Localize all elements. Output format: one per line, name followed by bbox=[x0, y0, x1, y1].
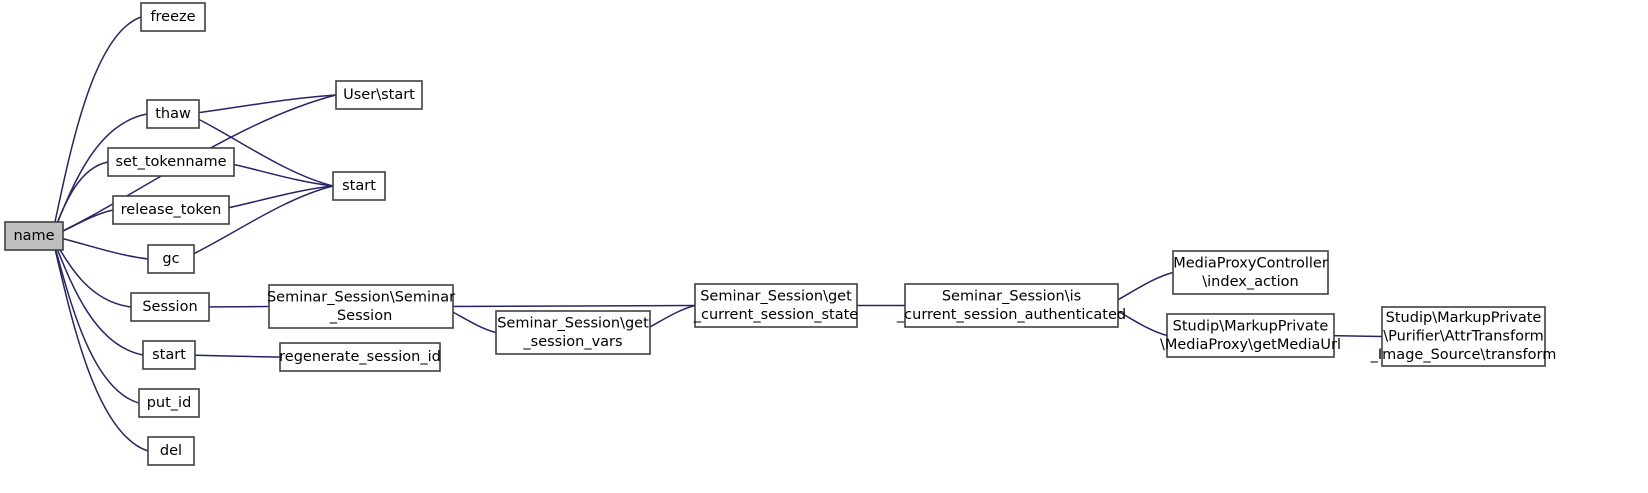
graph-edge-del-to-name bbox=[51, 231, 149, 452]
graph-node-start_mid[interactable]: start bbox=[332, 171, 386, 201]
node-box-release_token bbox=[112, 195, 230, 225]
node-label-get_vars: _session_vars bbox=[522, 334, 622, 350]
graph-edge-session-to-name bbox=[51, 231, 132, 308]
graph-edge-gc-to-name bbox=[51, 231, 149, 260]
node-box-get_state bbox=[694, 283, 858, 328]
node-box-put_id bbox=[138, 388, 200, 418]
graph-node-start_low[interactable]: start bbox=[142, 340, 196, 370]
node-box-attr_transform bbox=[1381, 306, 1546, 367]
graph-node-mediaproxy_ctrl[interactable]: MediaProxyController \index_action bbox=[1172, 250, 1329, 295]
node-label-name: name bbox=[13, 228, 54, 244]
graph-node-get_state[interactable]: Seminar_Session\get _current_session_stat… bbox=[693, 283, 859, 328]
edge-layer bbox=[51, 16, 1383, 452]
edge-line bbox=[51, 235, 144, 356]
graph-node-get_media_url[interactable]: Studip\MarkupPrivate \MediaProxy\getMedia… bbox=[1160, 313, 1341, 358]
node-label-get_media_url: Studip\MarkupPrivate bbox=[1173, 318, 1329, 334]
node-label-mediaproxy_ctrl: \index_action bbox=[1202, 274, 1298, 290]
node-box-set_tokenname bbox=[107, 147, 235, 177]
node-label-thaw: thaw bbox=[155, 106, 191, 122]
graph-node-release_token[interactable]: release_token bbox=[112, 195, 230, 225]
node-box-session bbox=[130, 292, 210, 322]
edge-line bbox=[441, 304, 696, 308]
node-box-is_auth bbox=[904, 283, 1119, 328]
node-box-regen bbox=[279, 342, 441, 372]
graph-node-gc[interactable]: gc bbox=[147, 244, 195, 274]
node-box-start_mid bbox=[332, 171, 386, 201]
node-label-sem_sem: _Session bbox=[329, 308, 393, 324]
graph-node-set_tokenname[interactable]: set_tokenname bbox=[107, 147, 235, 177]
graph-node-thaw[interactable]: thaw bbox=[146, 99, 200, 129]
edge-line bbox=[187, 94, 337, 115]
graph-edge-get_state-to-sem_sem bbox=[441, 302, 696, 311]
node-box-get_media_url bbox=[1166, 313, 1335, 358]
node-label-get_state: _current_session_state bbox=[693, 307, 859, 323]
node-label-set_tokenname: set_tokenname bbox=[115, 154, 226, 170]
graph-node-get_vars[interactable]: Seminar_Session\get _session_vars bbox=[495, 310, 651, 355]
graph-edge-regen-to-start_low bbox=[183, 350, 281, 360]
graph-node-del[interactable]: del bbox=[147, 436, 195, 466]
node-label-release_token: release_token bbox=[121, 202, 222, 218]
node-label-is_auth: _current_session_authenticated bbox=[896, 307, 1126, 323]
node-label-user_start: User\start bbox=[343, 87, 415, 103]
node-box-del bbox=[147, 436, 195, 466]
graph-edge-start_mid-to-set_tokenname bbox=[222, 157, 334, 187]
edge-line bbox=[51, 235, 149, 452]
node-label-attr_transform: _Image_Source\transform bbox=[1370, 347, 1557, 363]
node-box-name bbox=[4, 221, 64, 251]
node-box-mediaproxy_ctrl bbox=[1172, 250, 1329, 295]
graph-node-attr_transform[interactable]: Studip\MarkupPrivate \Purifier\AttrTransf… bbox=[1370, 306, 1557, 367]
node-box-freeze bbox=[140, 2, 206, 32]
node-label-sem_sem: Seminar_Session\Seminar bbox=[267, 289, 455, 305]
node-label-attr_transform: Studip\MarkupPrivate bbox=[1386, 310, 1542, 326]
node-box-gc bbox=[147, 244, 195, 274]
node-box-start_low bbox=[142, 340, 196, 370]
node-box-user_start bbox=[335, 80, 423, 110]
node-label-get_state: Seminar_Session\get bbox=[700, 288, 852, 304]
node-label-session: Session bbox=[142, 299, 197, 315]
edge-line bbox=[222, 161, 334, 187]
node-label-attr_transform: \Purifier\AttrTransform bbox=[1383, 329, 1544, 345]
graph-node-is_auth[interactable]: Seminar_Session\is _current_session_authe… bbox=[896, 283, 1126, 328]
graph-node-put_id[interactable]: put_id bbox=[138, 388, 200, 418]
node-box-sem_sem bbox=[268, 284, 454, 329]
node-label-put_id: put_id bbox=[147, 395, 192, 411]
node-label-is_auth: Seminar_Session\is bbox=[942, 288, 1081, 304]
graph-edge-user_start-to-thaw bbox=[187, 94, 337, 119]
graph-node-sem_sem[interactable]: Seminar_Session\Seminar _Session bbox=[267, 284, 455, 329]
node-box-get_vars bbox=[495, 310, 651, 355]
graph-node-freeze[interactable]: freeze bbox=[140, 2, 206, 32]
node-label-gc: gc bbox=[162, 251, 179, 267]
node-label-mediaproxy_ctrl: MediaProxyController bbox=[1173, 255, 1328, 271]
graph-node-name[interactable]: name bbox=[4, 221, 64, 251]
edge-line bbox=[51, 16, 142, 237]
node-label-get_media_url: \MediaProxy\getMediaUrl bbox=[1160, 337, 1341, 353]
graph-edge-start_mid-to-release_token bbox=[217, 185, 334, 215]
edge-line bbox=[217, 185, 334, 211]
edge-line bbox=[182, 185, 334, 260]
node-box-thaw bbox=[146, 99, 200, 129]
node-label-regen: regenerate_session_id bbox=[279, 349, 441, 365]
node-label-del: del bbox=[160, 443, 182, 459]
node-label-get_vars: Seminar_Session\get bbox=[497, 315, 649, 331]
graph-node-session[interactable]: Session bbox=[130, 292, 210, 322]
graph-node-user_start[interactable]: User\start bbox=[335, 80, 423, 110]
edge-line bbox=[183, 354, 281, 358]
edge-line bbox=[51, 235, 140, 404]
edge-line bbox=[187, 113, 334, 187]
node-label-freeze: freeze bbox=[150, 9, 195, 25]
graph-node-regen[interactable]: regenerate_session_id bbox=[279, 342, 441, 372]
node-label-start_mid: start bbox=[342, 178, 376, 194]
edge-line bbox=[51, 235, 149, 260]
node-label-start_low: start bbox=[152, 347, 186, 363]
